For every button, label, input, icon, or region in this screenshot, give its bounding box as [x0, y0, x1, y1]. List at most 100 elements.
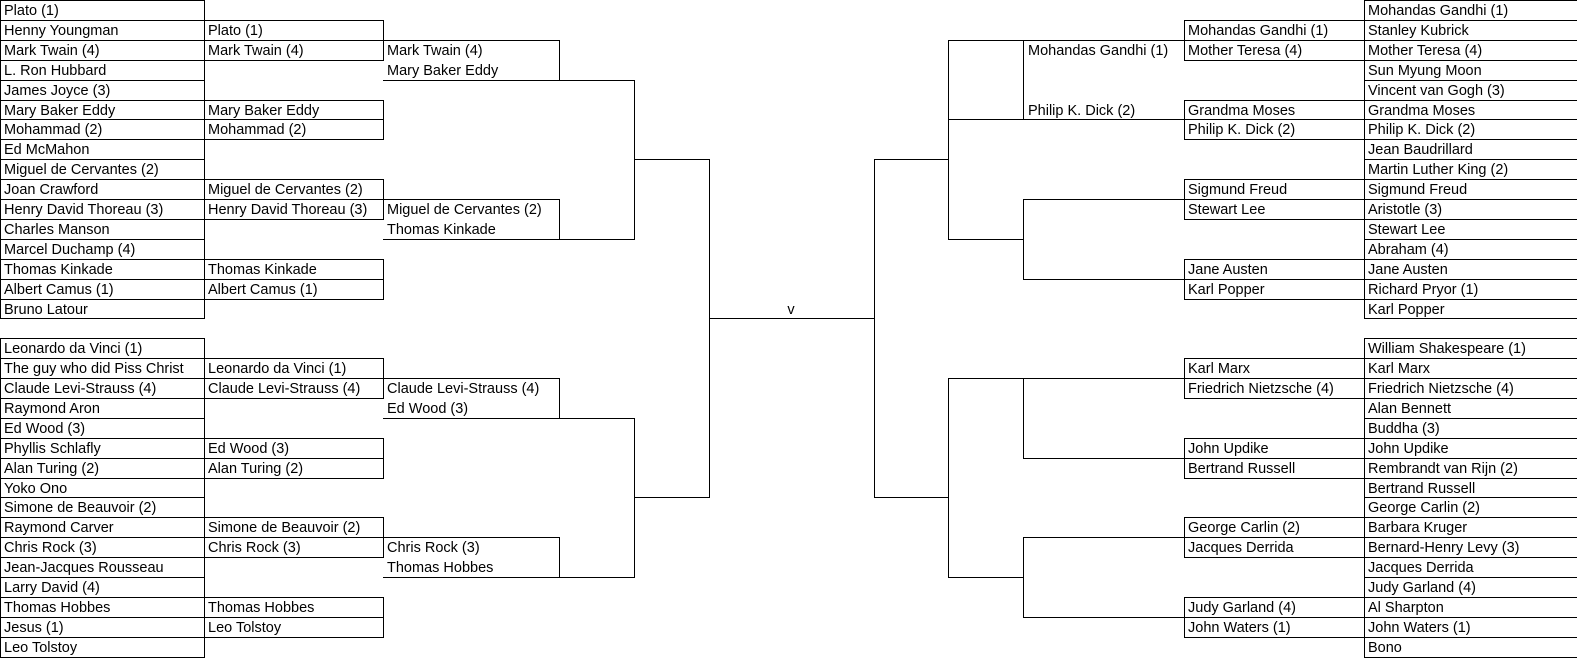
- bracket-line: [1184, 517, 1185, 558]
- bracket-line: [204, 378, 384, 379]
- bracket-line: [204, 20, 384, 21]
- bracket-line: [0, 338, 205, 339]
- bracket-line: [1364, 0, 1577, 1]
- bracket-line: [1364, 458, 1365, 498]
- bracket-line: [1184, 259, 1185, 300]
- bracket-line: [559, 199, 560, 240]
- bracket-line: [948, 239, 1024, 240]
- bracket-line: [1364, 239, 1365, 280]
- entrant-name: John Updike: [1368, 441, 1449, 457]
- bracket-line: [0, 199, 205, 200]
- entrant-name: Vincent van Gogh (3): [1368, 83, 1505, 99]
- bracket-line: [1184, 139, 1365, 140]
- bracket-line: [1184, 279, 1365, 280]
- entrant-name: Leonardo da Vinci (1): [4, 341, 143, 357]
- bracket-line: [1023, 537, 1185, 538]
- entrant-name: Sun Myung Moon: [1368, 63, 1482, 79]
- entrant-name: Mohandas Gandhi (1): [1028, 43, 1169, 59]
- bracket-line: [0, 418, 1, 459]
- bracket-line: [383, 259, 384, 300]
- entrant-name: Ed Wood (3): [4, 421, 86, 437]
- bracket-line: [1364, 657, 1577, 658]
- bracket-line: [1184, 537, 1365, 538]
- entrant-name: Jane Austen: [1188, 262, 1268, 278]
- entrant-name: Mohammad (2): [208, 122, 307, 138]
- bracket-line: [0, 378, 1, 419]
- entrant-name: Ed McMahon: [4, 142, 90, 158]
- bracket-line: [0, 239, 205, 240]
- bracket-line: [1364, 577, 1577, 578]
- bracket-line: [383, 577, 560, 578]
- bracket-line: [0, 478, 205, 479]
- entrant-name: Sigmund Freud: [1368, 182, 1468, 198]
- entrant-name: Bertrand Russell: [1368, 481, 1476, 497]
- bracket-line: [0, 259, 205, 260]
- entrant-name: Abraham (4): [1368, 242, 1449, 258]
- bracket-line: [1184, 60, 1365, 61]
- bracket-line: [709, 318, 875, 319]
- bracket-line: [204, 20, 205, 61]
- bracket-line: [1364, 398, 1577, 399]
- bracket-line: [559, 537, 560, 578]
- bracket-line: [204, 219, 384, 220]
- bracket-line: [1023, 537, 1024, 618]
- bracket-line: [948, 378, 1024, 379]
- bracket-line: [1364, 478, 1577, 479]
- entrant-name: George Carlin (2): [1188, 520, 1301, 536]
- bracket-line: [383, 40, 560, 41]
- entrant-name: Jane Austen: [1368, 262, 1448, 278]
- bracket-line: [1364, 40, 1577, 41]
- bracket-line: [0, 159, 1, 200]
- entrant-name: Bruno Latour: [4, 302, 88, 318]
- bracket-line: [1184, 398, 1365, 399]
- bracket-line: [204, 100, 205, 140]
- entrant-name: Leonardo da Vinci (1): [208, 361, 347, 377]
- bracket-line: [204, 517, 384, 518]
- bracket-line: [0, 159, 205, 160]
- bracket-line: [1023, 199, 1024, 280]
- bracket-line: [1364, 20, 1577, 21]
- entrant-name: Mary Baker Eddy: [208, 103, 320, 119]
- entrant-name: Miguel de Cervantes (2): [4, 162, 159, 178]
- entrant-name: Leo Tolstoy: [208, 620, 282, 636]
- bracket-line: [1184, 358, 1185, 399]
- bracket-line: [0, 279, 205, 280]
- bracket-line: [204, 119, 384, 120]
- bracket-line: [1023, 617, 1185, 618]
- entrant-name: Thomas Hobbes: [387, 560, 494, 576]
- bracket-line: [1184, 259, 1365, 260]
- entrant-name: Thomas Kinkade: [4, 262, 113, 278]
- bracket-line: [1364, 40, 1365, 81]
- entrant-name: Joan Crawford: [4, 182, 99, 198]
- bracket-line: [0, 398, 205, 399]
- entrant-name: Grandma Moses: [1188, 103, 1296, 119]
- bracket-line: [1184, 219, 1365, 220]
- bracket-line: [948, 119, 1185, 120]
- entrant-name: Ed Wood (3): [387, 401, 469, 417]
- bracket-line: [1364, 537, 1577, 538]
- entrant-name: Mark Twain (4): [208, 43, 304, 59]
- bracket-line: [1364, 358, 1577, 359]
- bracket-line: [204, 517, 205, 558]
- bracket-line: [1364, 378, 1365, 419]
- bracket-line: [1184, 179, 1365, 180]
- entrant-name: James Joyce (3): [4, 83, 111, 99]
- bracket-line: [1364, 378, 1577, 379]
- bracket-line: [204, 458, 384, 459]
- bracket-line: [1184, 119, 1365, 120]
- entrant-name: Barbara Kruger: [1368, 520, 1468, 536]
- bracket-line: [1184, 637, 1365, 638]
- bracket-line: [0, 179, 205, 180]
- bracket-line: [0, 0, 205, 1]
- entrant-name: Stanley Kubrick: [1368, 23, 1469, 39]
- bracket-line: [1184, 597, 1365, 598]
- bracket-line: [1023, 199, 1185, 200]
- entrant-name: Mohammad (2): [4, 122, 103, 138]
- bracket-line: [0, 617, 205, 618]
- bracket-line: [1184, 378, 1365, 379]
- bracket-line: [1364, 60, 1577, 61]
- bracket-line: [1364, 597, 1577, 598]
- entrant-name: Marcel Duchamp (4): [4, 242, 136, 258]
- entrant-name: The guy who did Piss Christ: [4, 361, 184, 377]
- bracket-line: [559, 378, 560, 419]
